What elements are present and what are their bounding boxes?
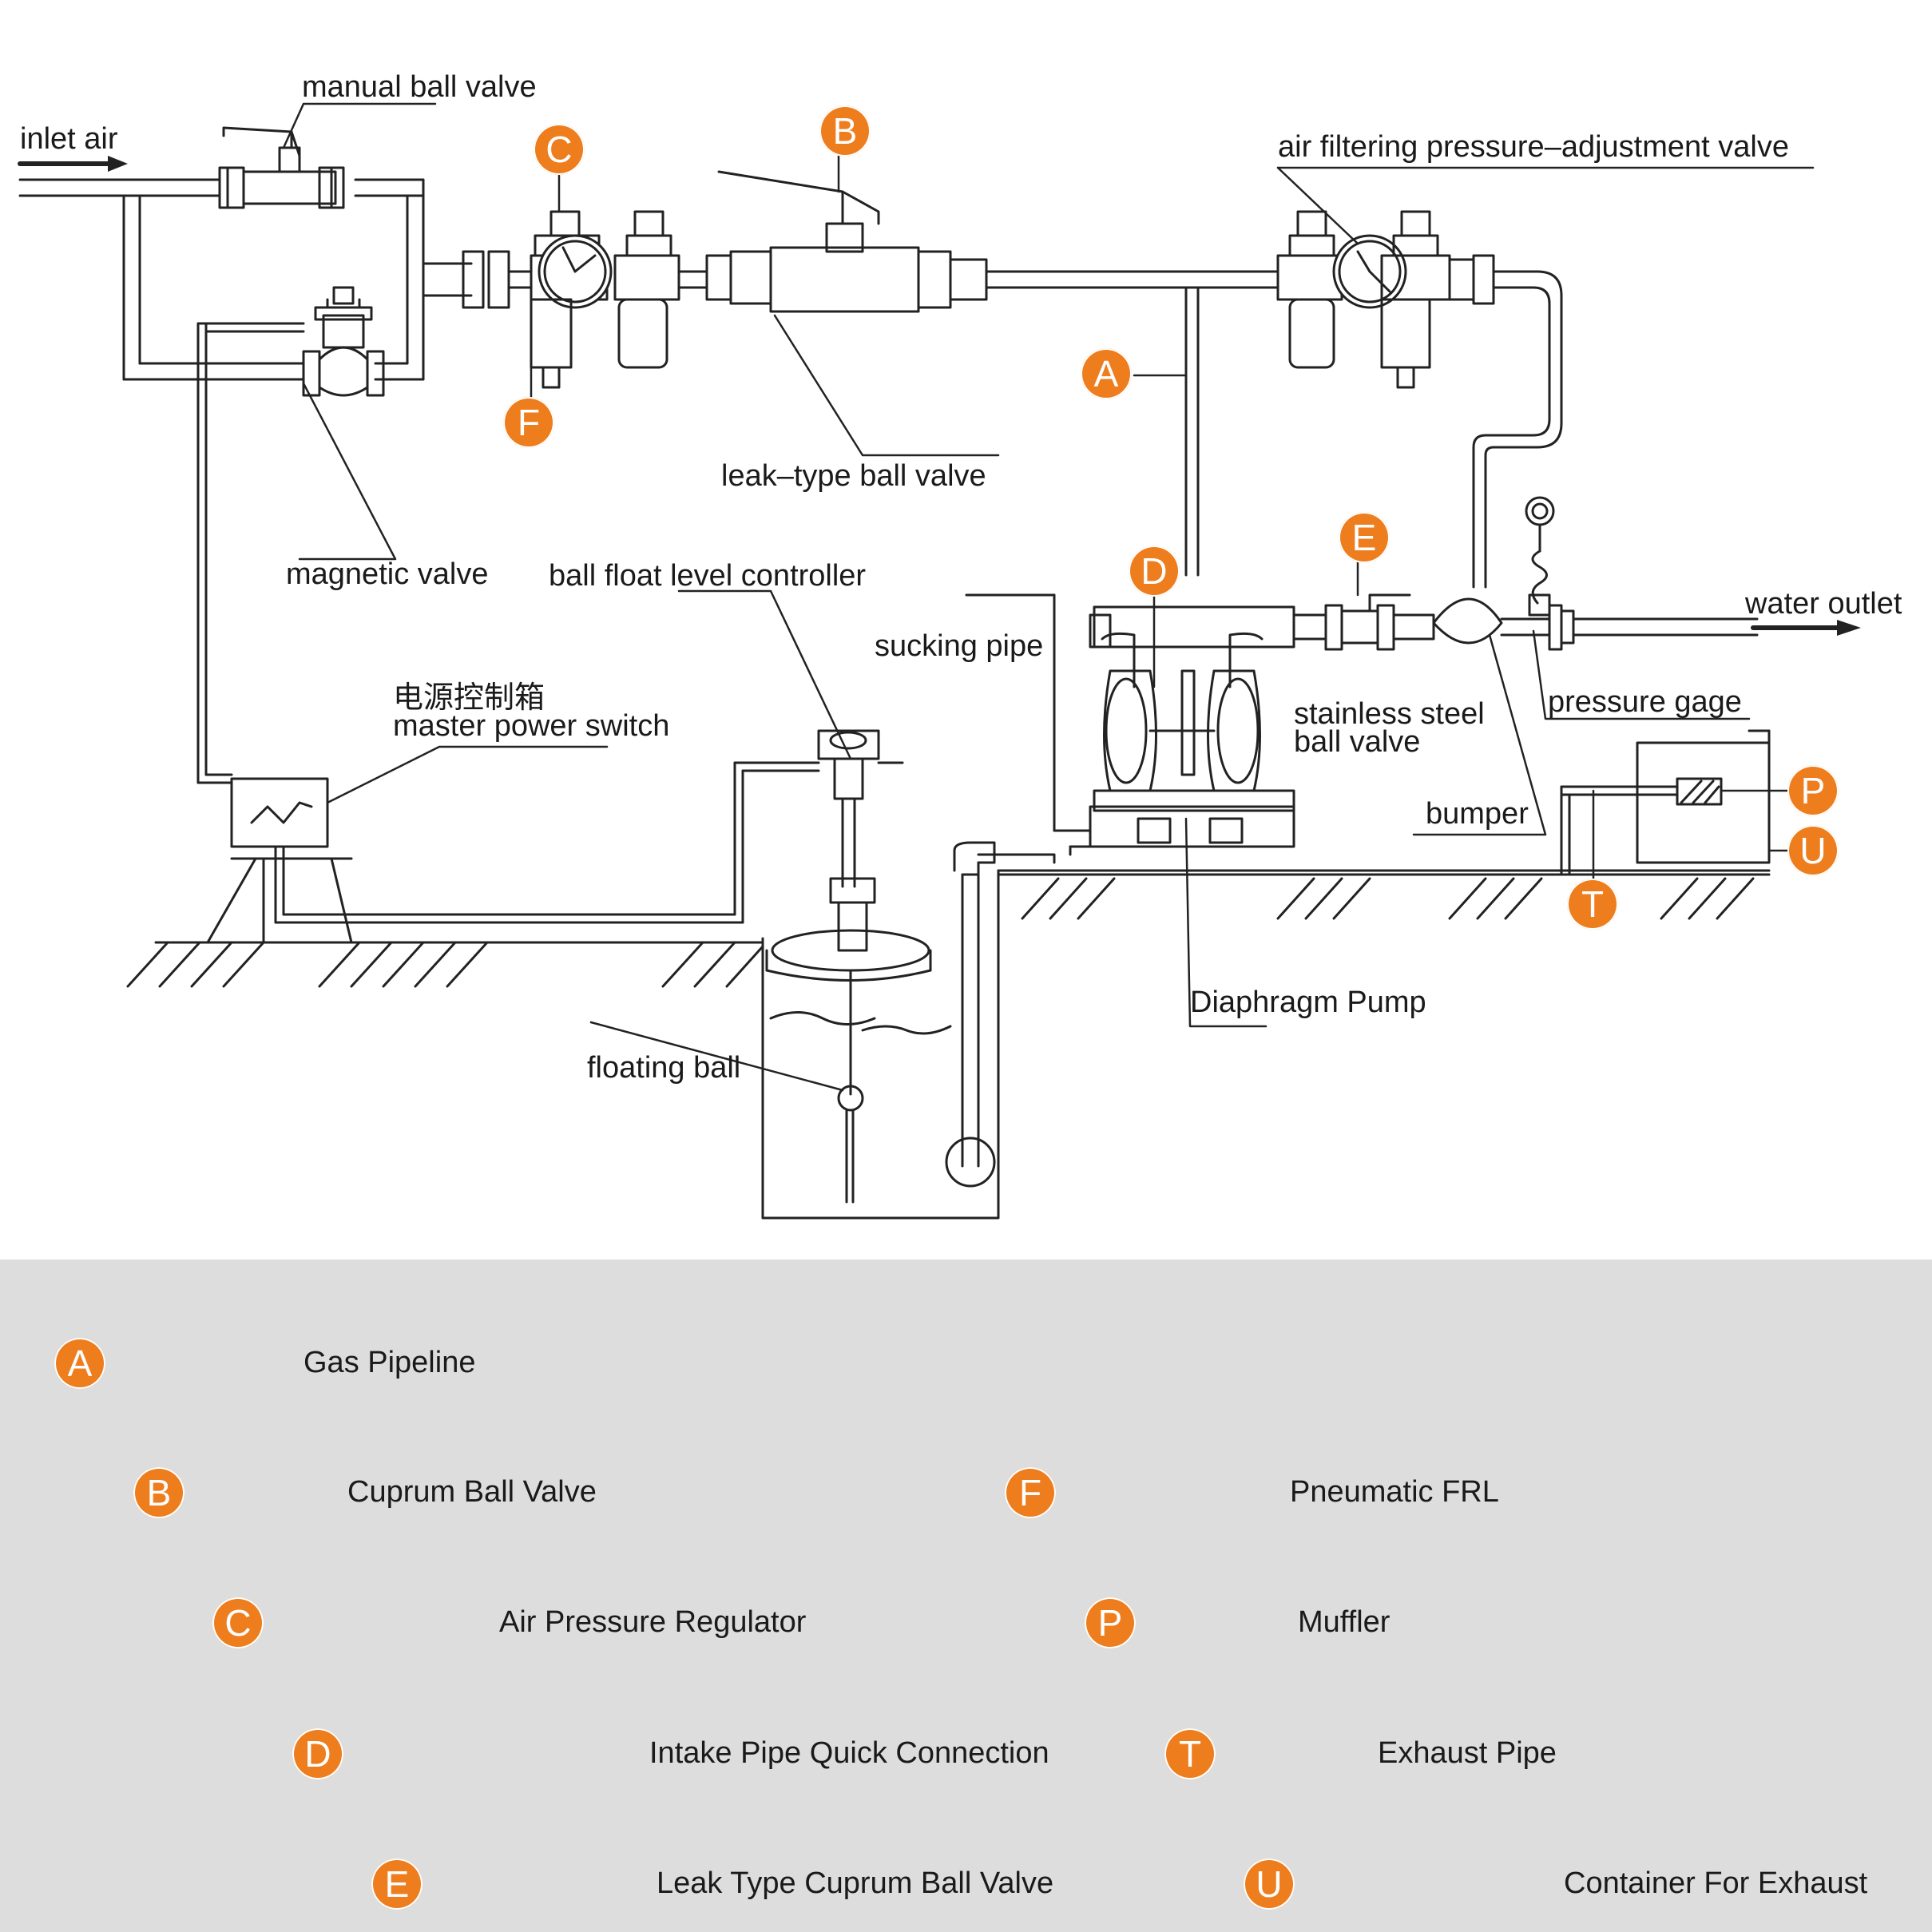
legend-badge-f: F (1005, 1467, 1056, 1518)
leader-lines (282, 102, 1815, 1092)
label-master-power-switch: master power switch (393, 709, 670, 743)
label-magnetic-valve: magnetic valve (286, 557, 489, 591)
power-box-shape (206, 777, 353, 944)
legend-badge-b: B (133, 1467, 184, 1518)
inlet-arrow (18, 156, 128, 172)
pressure-gage-shape (1525, 496, 1555, 617)
float-controller-shape (765, 729, 932, 1204)
label-floating-ball: floating ball (587, 1051, 741, 1085)
gas-pipeline-shape (1184, 286, 1200, 577)
legend-text-t: Exhaust Pipe (1378, 1736, 1557, 1770)
label-water-outlet: water outlet (1745, 587, 1902, 621)
legend-badge-e: E (371, 1859, 423, 1910)
frl-left-shape (530, 210, 708, 389)
control-wiring (196, 322, 820, 924)
legend-badge-a: A (54, 1338, 105, 1389)
legend-badge-u: U (1244, 1859, 1295, 1910)
label-ball-valve: ball valve (1294, 725, 1421, 759)
legend-badge-c: C (212, 1597, 264, 1648)
badge-e: E (1339, 512, 1390, 563)
legend-text-f: Pneumatic FRL (1290, 1475, 1499, 1509)
label-leak-type-ball-valve: leak–type ball valve (721, 459, 986, 493)
water-outlet-arrow (1751, 620, 1861, 636)
outlet-pipe (1093, 593, 1759, 651)
label-manual-ball-valve: manual ball valve (302, 70, 537, 104)
legend-badge-d: D (292, 1728, 343, 1779)
ground-right (997, 873, 1771, 920)
manual-ball-valve-shape (218, 126, 345, 209)
legend-text-b: Cuprum Ball Valve (347, 1475, 597, 1509)
frl-right-shape (1276, 210, 1563, 589)
legend-panel: A Gas Pipeline B Cuprum Ball Valve C Air… (0, 1260, 1932, 1932)
label-inlet-air: inlet air (20, 122, 118, 156)
badge-f: F (503, 397, 554, 448)
inlet-pipe (18, 178, 473, 381)
magnetic-valve-shape (302, 286, 385, 397)
legend-badge-p: P (1085, 1597, 1136, 1648)
badge-t: T (1567, 879, 1618, 930)
badge-b: B (819, 105, 871, 157)
legend-text-u: Container For Exhaust (1564, 1867, 1868, 1900)
label-air-filtering-valve: air filtering pressure–adjustment valve (1278, 130, 1789, 164)
badge-p: P (1787, 765, 1839, 816)
label-power-switch-cn: 电源控制箱 (393, 681, 545, 715)
badge-u: U (1787, 825, 1839, 876)
leak-ball-valve-shape (705, 170, 1279, 313)
label-bumper: bumper (1426, 797, 1529, 831)
ground-left (126, 941, 764, 988)
legend-text-a: Gas Pipeline (303, 1346, 476, 1379)
legend-text-p: Muffler (1298, 1605, 1390, 1639)
frl-left-pipe (422, 250, 533, 309)
diaphragm-pump-shape (1089, 613, 1295, 848)
piping-schematic (18, 102, 1861, 1220)
legend-text-c: Air Pressure Regulator (499, 1605, 807, 1639)
sucking-pipe-shape (945, 593, 1092, 1188)
badge-a: A (1081, 348, 1132, 399)
water-tank-shape (761, 869, 1771, 1220)
label-sucking-pipe: sucking pipe (875, 629, 1044, 663)
legend-text-d: Intake Pipe Quick Connection (649, 1736, 1049, 1770)
legend-text-e: Leak Type Cuprum Ball Valve (657, 1867, 1054, 1900)
label-stainless-steel: stainless steel (1294, 697, 1485, 731)
label-ball-float-level-controller: ball float level controller (549, 559, 867, 593)
legend-badge-t: T (1164, 1728, 1216, 1779)
badge-c: C (534, 124, 585, 175)
label-pressure-gage: pressure gage (1548, 685, 1742, 719)
label-diaphragm-pump: Diaphragm Pump (1190, 986, 1426, 1019)
badge-d: D (1129, 545, 1180, 597)
